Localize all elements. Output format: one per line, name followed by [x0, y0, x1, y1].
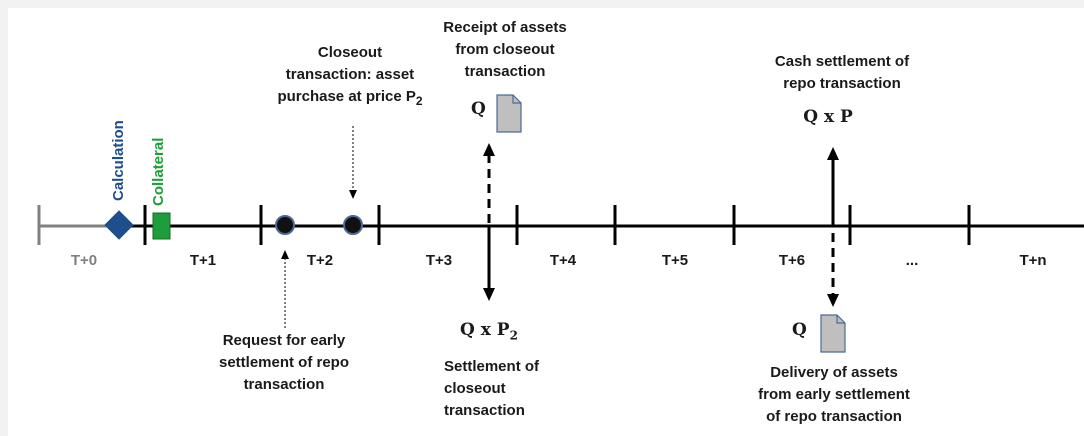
collateral-label: Collateral — [150, 137, 167, 206]
period-label-t4: T+4 — [549, 252, 577, 269]
calculation-diamond-icon — [104, 210, 134, 240]
period-label-t6: T+6 — [778, 252, 806, 269]
receipt-arrowhead — [483, 143, 495, 156]
receipt-of-assets-note: Receipt of assets from closeout transact… — [443, 19, 567, 80]
settlement-arrowhead — [483, 288, 495, 301]
closeout-pointer-arrowhead — [349, 190, 357, 199]
period-label-t0: T+0 — [70, 252, 98, 269]
calculation-label: Calculation — [110, 120, 127, 201]
settlement-formula-q-x-p2: Q x P2 — [460, 320, 518, 343]
delivery-quantity-q: Q — [792, 320, 807, 340]
cash-arrowhead — [827, 147, 839, 160]
period-label-ellipsis: ... — [905, 252, 919, 269]
cash-formula-q-x-p: Q x P — [803, 107, 853, 127]
delivery-of-assets-note: Delivery of assets from early settlement… — [758, 364, 910, 425]
delivery-arrowhead — [827, 294, 839, 307]
receipt-quantity-q: Q — [471, 99, 486, 119]
cash-settlement-note: Cash settlement of repo transaction — [774, 53, 910, 92]
request-event-circle-icon — [275, 215, 295, 235]
request-pointer-arrowhead — [281, 250, 289, 259]
settlement-of-closeout-note: Settlement of closeout transaction — [444, 358, 540, 419]
diagram-canvas: Calculation Collateral T+0 T+1 T+2 T+3 T… — [8, 8, 1084, 436]
period-label-t2: T+2 — [306, 252, 334, 269]
collateral-square-icon — [152, 212, 171, 240]
delivery-document-icon — [820, 314, 846, 353]
period-label-t5: T+5 — [661, 252, 689, 269]
request-early-settlement-note: Request for early settlement of repo tra… — [218, 332, 350, 393]
receipt-document-icon — [496, 94, 522, 133]
timeline-svg — [37, 94, 1084, 353]
period-label-tn: T+n — [1019, 252, 1047, 269]
closeout-transaction-note: Closeout transaction: asset purchase at … — [277, 44, 423, 108]
closeout-event-circle-icon — [343, 215, 363, 235]
period-label-t1: T+1 — [189, 252, 217, 269]
period-label-t3: T+3 — [425, 252, 453, 269]
